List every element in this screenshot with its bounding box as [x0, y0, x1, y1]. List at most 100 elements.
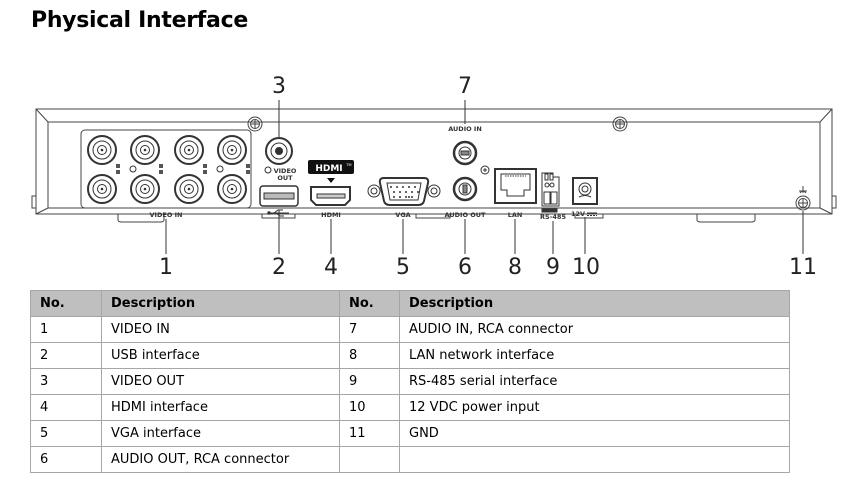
cell-description: GND [399, 420, 790, 447]
chassis-bevel [35, 108, 833, 215]
table-row: 3 VIDEO OUT 9 RS-485 serial interface [30, 368, 790, 395]
bnc-2 [130, 135, 160, 165]
cell-description: AUDIO IN, RCA connector [399, 316, 790, 343]
table-row: 1 VIDEO IN 7 AUDIO IN, RCA connector [30, 316, 790, 343]
cell-no: 8 [339, 342, 400, 369]
hdmi-tm: TM [345, 163, 351, 167]
cell-description: VGA interface [101, 420, 340, 447]
cell-description: VIDEO IN [101, 316, 340, 343]
vga-label: VGA [395, 211, 410, 219]
vga-port [367, 177, 441, 206]
cell-no: 6 [30, 446, 102, 473]
cell-description: LAN network interface [399, 342, 790, 369]
small-led-1 [129, 165, 137, 173]
audio-out-connector [452, 176, 478, 202]
header-description-1: Description [101, 290, 340, 317]
hdmi-label: HDMI [321, 211, 341, 219]
cell-no: 1 [30, 316, 102, 343]
header-description-2: Description [399, 290, 790, 317]
table-row: 2 USB interface 8 LAN network interface [30, 342, 790, 369]
callout-11: 11 [789, 255, 817, 280]
right-tab [831, 195, 837, 209]
video-out-connector [264, 137, 293, 174]
bnc-8 [217, 174, 247, 204]
small-led-2 [216, 165, 224, 173]
hdmi-logo-text: HDMI [315, 164, 342, 174]
interface-table: No. Description No. Description 1 VIDEO … [30, 290, 790, 473]
table-row: 4 HDMI interface 10 12 VDC power input [30, 394, 790, 421]
cell-description: VIDEO OUT [101, 368, 340, 395]
vga-pins [390, 186, 419, 198]
hdmi-logo: HDMI TM [308, 160, 354, 183]
cell-no: 7 [339, 316, 400, 343]
rear-panel-diagram: VIDEO IN VIDEO OUT HDMI TM HDMI VGA [31, 74, 837, 280]
bnc-connectors [87, 135, 247, 204]
cell-no: 11 [339, 420, 400, 447]
bnc-6 [130, 174, 160, 204]
hdmi-port [310, 186, 351, 206]
table-row: 5 VGA interface 11 GND [30, 420, 790, 447]
video-in-label: VIDEO IN [150, 211, 183, 219]
small-screw [480, 165, 490, 175]
foot-right-2 [574, 214, 604, 219]
table-header-row: No. Description No. Description [30, 290, 790, 317]
callout-5: 5 [396, 255, 410, 280]
power-jack [572, 177, 598, 205]
usb-icon [267, 209, 289, 217]
screw-top-left [247, 116, 263, 132]
table-row: 6 AUDIO OUT, RCA connector [30, 446, 790, 473]
video-out-label-1: VIDEO [274, 167, 297, 175]
leader-lines [165, 100, 804, 254]
ground-icon [799, 186, 807, 194]
cell-no: 2 [30, 342, 102, 369]
cell-description: AUDIO OUT, RCA connector [101, 446, 340, 473]
cell-description: RS-485 serial interface [399, 368, 790, 395]
callout-7: 7 [458, 74, 472, 99]
cell-no: 3 [30, 368, 102, 395]
callout-8: 8 [508, 255, 522, 280]
channel-number-tags [116, 164, 250, 174]
cell-description [399, 446, 790, 473]
lan-label: LAN [508, 211, 523, 219]
ground-screw [795, 186, 811, 211]
callout-4: 4 [324, 255, 338, 280]
dc-symbol [587, 212, 597, 216]
screw-top-right [612, 116, 628, 132]
video-out-label-2: OUT [277, 174, 293, 182]
cell-no [339, 446, 400, 473]
callout-2: 2 [272, 255, 286, 280]
usb-port [259, 185, 299, 207]
audio-in-connector [452, 140, 478, 166]
rs485-terminal [541, 172, 560, 213]
page-title: Physical Interface [31, 8, 248, 33]
callout-6: 6 [458, 255, 472, 280]
bnc-4 [217, 135, 247, 165]
callout-3: 3 [272, 74, 286, 99]
callout-10: 10 [572, 255, 600, 280]
foot-right [696, 214, 756, 223]
rs485-label: RS-485 [540, 213, 566, 221]
video-in-block [80, 129, 252, 209]
callout-1: 1 [159, 255, 173, 280]
power-label: 12V [571, 210, 585, 218]
foot-left [117, 214, 165, 223]
bnc-7 [174, 174, 204, 204]
cell-no: 5 [30, 420, 102, 447]
cell-no: 9 [339, 368, 400, 395]
audio-in-label: AUDIO IN [448, 125, 482, 133]
bnc-5 [87, 174, 117, 204]
cell-no: 10 [339, 394, 400, 421]
foot-mid2 [415, 214, 451, 219]
cell-description: 12 VDC power input [399, 394, 790, 421]
cell-description: USB interface [101, 342, 340, 369]
bnc-1 [87, 135, 117, 165]
left-tab [31, 195, 37, 209]
cell-description: HDMI interface [101, 394, 340, 421]
cell-no: 4 [30, 394, 102, 421]
audio-out-label: AUDIO OUT [445, 211, 487, 219]
header-no-2: No. [339, 290, 400, 317]
header-no-1: No. [30, 290, 102, 317]
bnc-3 [174, 135, 204, 165]
callout-9: 9 [546, 255, 560, 280]
lan-port [494, 168, 537, 204]
